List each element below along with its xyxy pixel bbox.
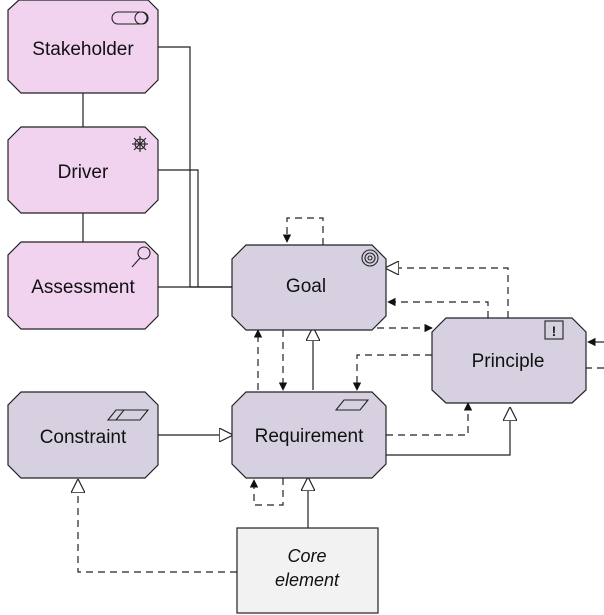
requirement-node[interactable]: Requirement xyxy=(231,391,387,479)
core-element-label-line1: Core xyxy=(287,546,326,566)
assoc-driver-goal xyxy=(158,169,199,287)
principle-node[interactable]: Principle ! xyxy=(431,317,587,404)
realization-requirement-principle xyxy=(386,408,510,456)
stakeholder-shape xyxy=(7,0,159,94)
goal-icon xyxy=(361,249,379,267)
influence-requirement-self xyxy=(249,478,284,506)
influence-principle-goal xyxy=(387,297,489,318)
constraint-node[interactable]: Constraint xyxy=(7,391,159,479)
principle-icon: ! xyxy=(544,320,564,340)
requirement-icon xyxy=(334,399,370,411)
core-element-node[interactable]: Core element xyxy=(236,527,379,614)
realization-core-constraint xyxy=(78,480,237,573)
assessment-label: Assessment xyxy=(31,277,135,298)
stakeholder-label: Stakeholder xyxy=(32,39,134,60)
goal-shape xyxy=(231,244,387,331)
stakeholder-icon xyxy=(111,11,149,25)
influence-goal-self xyxy=(282,217,324,245)
driver-node[interactable]: Driver xyxy=(7,126,159,214)
goal-label: Goal xyxy=(286,276,326,297)
influence-lines xyxy=(78,217,604,573)
requirement-shape xyxy=(231,391,387,479)
constraint-icon xyxy=(106,409,150,421)
core-element-label-line2: element xyxy=(275,570,340,590)
influence-requirement-principle xyxy=(386,402,473,436)
assoc-stakeholder-goal xyxy=(158,46,232,288)
requirement-label: Requirement xyxy=(255,426,364,447)
principle-icon-glyph: ! xyxy=(552,323,557,339)
driver-label: Driver xyxy=(58,162,109,183)
driver-icon xyxy=(132,136,148,152)
driver-shape xyxy=(7,126,159,214)
realization-principle-goal xyxy=(386,268,509,318)
stakeholder-node[interactable]: Stakeholder xyxy=(7,0,159,94)
assessment-node[interactable]: Assessment xyxy=(7,241,159,330)
core-element-shape xyxy=(236,527,379,614)
goal-node[interactable]: Goal xyxy=(231,244,387,331)
influence-principle-requirement xyxy=(352,354,432,391)
association-lines xyxy=(82,46,510,528)
assessment-shape xyxy=(7,241,159,330)
assessment-icon xyxy=(131,246,151,268)
constraint-label: Constraint xyxy=(40,427,127,448)
principle-label: Principle xyxy=(472,351,545,372)
